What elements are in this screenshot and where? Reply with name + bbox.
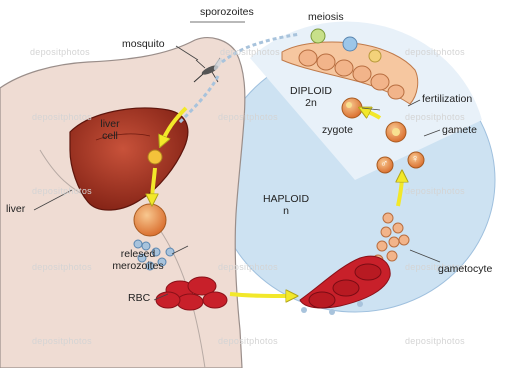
label-gametocyte: gametocyte <box>438 263 492 275</box>
watermark: depositphotos <box>405 186 465 196</box>
label-diploid-ploidy: 2n <box>286 97 336 109</box>
watermark: depositphotos <box>218 112 278 122</box>
watermark: depositphotos <box>220 47 280 57</box>
label-mosquito: mosquito <box>122 38 165 50</box>
label-sporozoites: sporozoites <box>200 6 254 18</box>
watermark: depositphotos <box>218 262 278 272</box>
male-symbol: ♂ <box>380 158 388 170</box>
arrow-rbc-to-cycle <box>230 294 292 296</box>
female-symbol: ♀ <box>411 153 419 165</box>
label-diploid-title: DIPLOID <box>286 85 336 97</box>
watermark: depositphotos <box>32 262 92 272</box>
label-liver: liver <box>6 203 25 215</box>
watermark: depositphotos <box>30 47 90 57</box>
label-released-merozoites: relesed merozoites <box>106 248 170 272</box>
label-zygote: zygote <box>322 124 353 136</box>
watermark: depositphotos <box>218 336 278 346</box>
zygote-cell <box>342 98 362 118</box>
label-liver-cell-line2: cell <box>92 130 128 142</box>
label-released-line1: relesed <box>106 248 170 260</box>
label-haploid-title: HAPLOID <box>258 193 314 205</box>
watermark: depositphotos <box>405 112 465 122</box>
watermark: depositphotos <box>32 112 92 122</box>
label-haploid: HAPLOID n <box>258 193 314 217</box>
label-rbc: RBC <box>128 292 150 304</box>
label-fertilization: fertilization <box>422 93 472 105</box>
label-gamete: gamete <box>442 124 477 136</box>
label-meiosis: meiosis <box>308 11 344 23</box>
label-liver-cell-line1: liver <box>92 118 128 130</box>
watermark: depositphotos <box>32 336 92 346</box>
label-liver-cell: liver cell <box>92 118 128 142</box>
label-released-line2: merozoites <box>106 260 170 272</box>
label-haploid-ploidy: n <box>258 205 314 217</box>
label-diploid: DIPLOID 2n <box>286 85 336 109</box>
watermark: depositphotos <box>32 186 92 196</box>
watermark: depositphotos <box>405 47 465 57</box>
watermark: depositphotos <box>405 336 465 346</box>
